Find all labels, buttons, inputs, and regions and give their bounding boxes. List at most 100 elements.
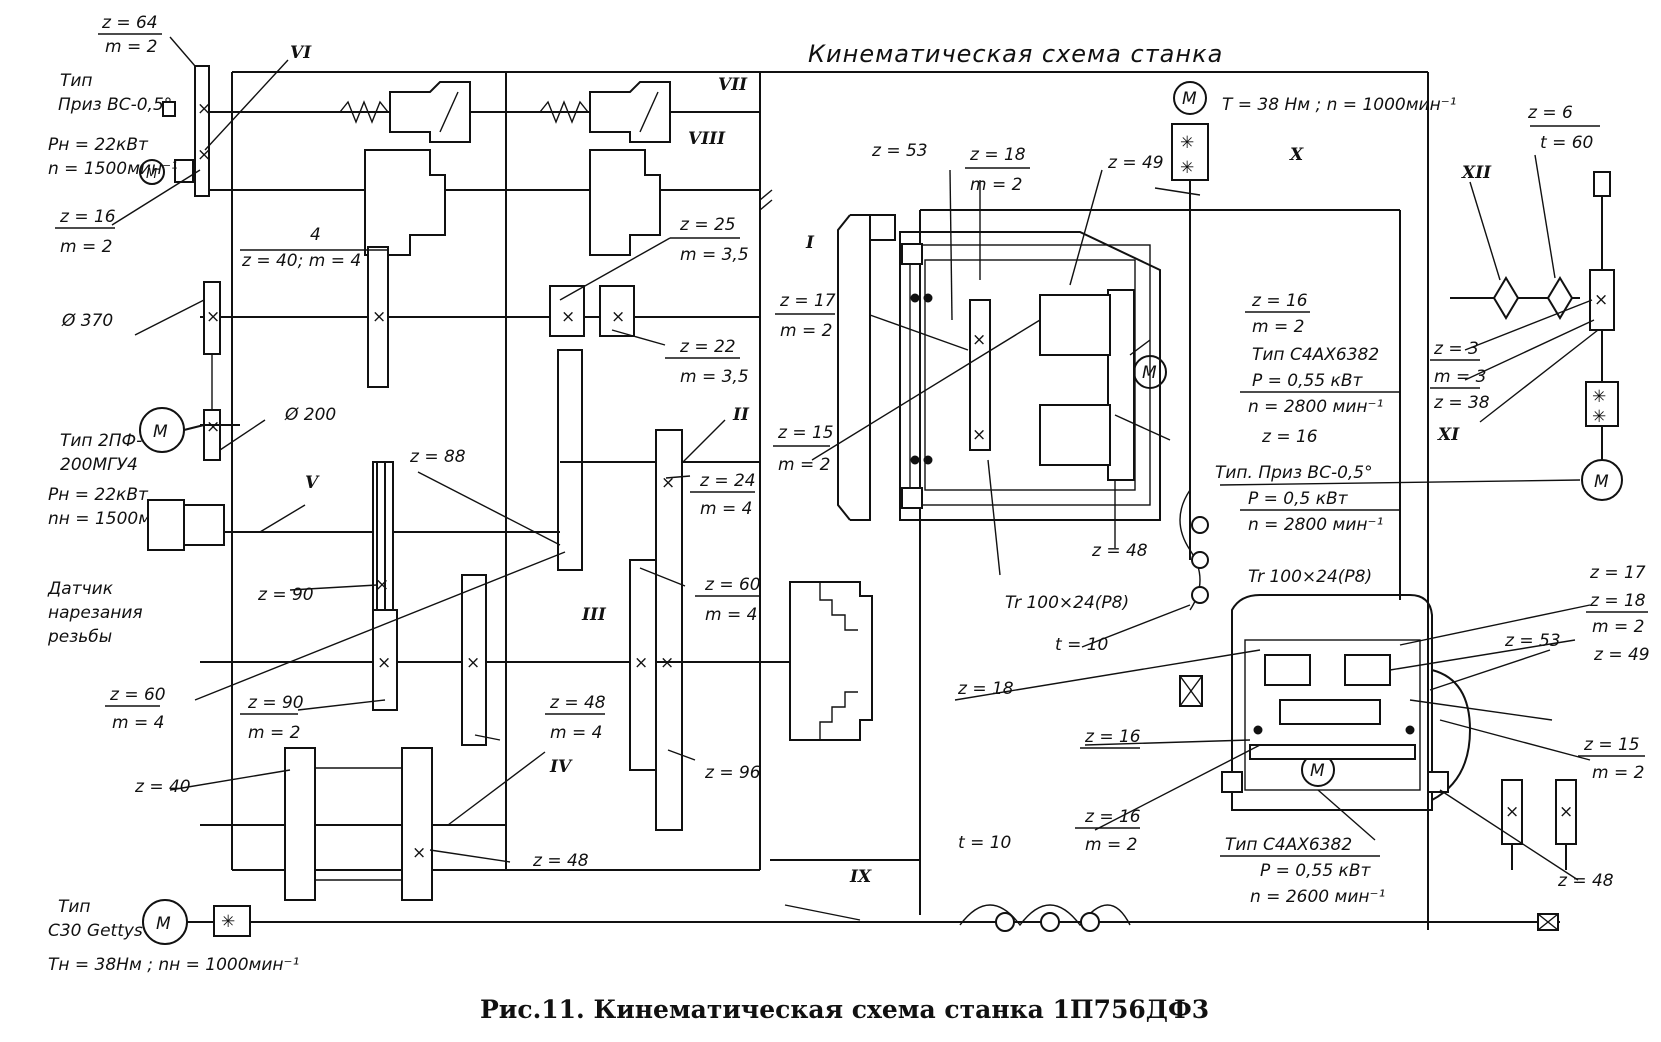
svg-text:z = 38: z = 38 xyxy=(1433,393,1490,413)
svg-text:4: 4 xyxy=(310,225,321,245)
svg-text:z = 53: z = 53 xyxy=(871,141,928,161)
apron-upper: × × xyxy=(837,214,1161,521)
svg-text:V: V xyxy=(305,473,320,493)
shaft-ix: ✳ xyxy=(180,904,1560,937)
svg-text:×: × xyxy=(972,425,986,445)
svg-text:×: × xyxy=(660,653,674,673)
svg-text:Ø 200: Ø 200 xyxy=(284,405,336,425)
svg-text:z = 16: z = 16 xyxy=(59,207,116,227)
svg-text:z = 60: z = 60 xyxy=(109,685,166,705)
svg-text:×: × xyxy=(206,307,220,327)
left-labels: z = 64 m = 2 Тип Приз ВС-0,5° Pн = 22кВт… xyxy=(47,13,606,975)
svg-text:m = 2: m = 2 xyxy=(248,723,300,743)
svg-text:T = 38 Нм ; n = 1000мин⁻¹: T = 38 Нм ; n = 1000мин⁻¹ xyxy=(1222,95,1456,115)
svg-text:Тип С4АХ6382: Тип С4АХ6382 xyxy=(1252,345,1379,365)
svg-text:×: × xyxy=(197,145,211,165)
svg-text:VII: VII xyxy=(718,75,748,95)
svg-text:M: M xyxy=(146,167,157,182)
svg-text:M: M xyxy=(1310,761,1325,781)
svg-text:×: × xyxy=(661,473,675,493)
svg-text:Приз ВС-0,5°: Приз ВС-0,5° xyxy=(58,95,172,115)
figure-caption: Рис.11. Кинематическая схема станка 1П75… xyxy=(480,995,1209,1024)
svg-text:z = 60: z = 60 xyxy=(704,575,761,595)
svg-text:✳: ✳ xyxy=(1180,158,1194,178)
svg-text:z = 16: z = 16 xyxy=(1261,427,1318,447)
svg-text:M: M xyxy=(153,422,168,442)
svg-text:m = 2: m = 2 xyxy=(778,455,830,475)
svg-text:z = 64: z = 64 xyxy=(101,13,158,33)
svg-text:P = 0,5 кВт: P = 0,5 кВт xyxy=(1248,489,1349,509)
svg-text:×: × xyxy=(1505,802,1519,822)
svg-text:z = 25: z = 25 xyxy=(679,215,736,235)
motor-main: M xyxy=(139,407,205,453)
svg-text:z = 96: z = 96 xyxy=(704,763,761,783)
shaft-xi-gears: × × xyxy=(1501,779,1577,870)
svg-text:n = 2800 мин⁻¹: n = 2800 мин⁻¹ xyxy=(1248,515,1383,535)
svg-text:m = 3: m = 3 xyxy=(1434,367,1486,387)
svg-text:m = 2: m = 2 xyxy=(1252,317,1304,337)
svg-text:n = 1500мин⁻¹: n = 1500мин⁻¹ xyxy=(48,159,178,179)
svg-text:нарезания: нарезания xyxy=(48,603,143,623)
svg-text:Tr 100×24(P8): Tr 100×24(P8) xyxy=(1005,593,1129,613)
right-labels: z = 17 z = 18 m = 2 z = 53 z = 49 z = 15… xyxy=(1430,103,1650,891)
svg-text:z = 3: z = 3 xyxy=(1433,339,1479,359)
svg-text:✳: ✳ xyxy=(1180,133,1194,153)
diagram-title: Кинематическая схема станка xyxy=(808,40,1223,68)
svg-text:II: II xyxy=(732,405,750,425)
svg-text:z = 22: z = 22 xyxy=(679,337,736,357)
svg-text:z = 90: z = 90 xyxy=(247,693,304,713)
svg-text:Тип С4АХ6382: Тип С4АХ6382 xyxy=(1225,835,1352,855)
svg-text:×: × xyxy=(466,653,480,673)
svg-text:z = 17: z = 17 xyxy=(1589,563,1646,583)
motor-c30: M xyxy=(142,899,188,945)
svg-text:z = 90: z = 90 xyxy=(257,585,314,605)
svg-text:×: × xyxy=(611,307,625,327)
svg-text:×: × xyxy=(377,653,391,673)
svg-text:z = 6: z = 6 xyxy=(1527,103,1573,123)
svg-text:Тип. Приз ВС-0,5°: Тип. Приз ВС-0,5° xyxy=(1215,463,1373,483)
svg-text:m = 2: m = 2 xyxy=(780,321,832,341)
svg-text:m = 4: m = 4 xyxy=(705,605,757,625)
svg-text:I: I xyxy=(805,233,815,253)
svg-text:z = 16: z = 16 xyxy=(1084,727,1141,747)
shaft-vi-gears: × × xyxy=(162,65,211,197)
svg-text:z = 48: z = 48 xyxy=(1557,871,1614,891)
svg-text:z = 18: z = 18 xyxy=(969,145,1026,165)
svg-text:✳: ✳ xyxy=(1592,407,1606,427)
svg-text:z = 49: z = 49 xyxy=(1107,153,1164,173)
motor-right: M ✳ ✳ xyxy=(1581,171,1623,501)
svg-text:×: × xyxy=(197,99,211,119)
svg-text:z = 18: z = 18 xyxy=(957,679,1014,699)
svg-text:z = 16: z = 16 xyxy=(1084,807,1141,827)
svg-text:m = 4: m = 4 xyxy=(550,723,602,743)
svg-text:VI: VI xyxy=(290,43,312,63)
upper-apron-labels: z = 53 z = 18 m = 2 z = 49 T = 38 Нм ; n… xyxy=(871,95,1456,907)
svg-text:z = 18: z = 18 xyxy=(1589,591,1646,611)
svg-text:Тип 2ПФ-: Тип 2ПФ- xyxy=(60,431,142,451)
shaft-xii: × xyxy=(1450,269,1615,331)
shaft-i: × × × xyxy=(200,246,760,571)
svg-text:резьбы: резьбы xyxy=(47,627,112,647)
roman-labels: VI VII VIII I II III IV V IX X XI XII xyxy=(290,43,1492,887)
motor-top-x: M ✳ ✳ xyxy=(1171,81,1209,560)
svg-text:Ø 370: Ø 370 xyxy=(61,311,113,331)
svg-text:X: X xyxy=(1289,145,1304,165)
svg-text:m = 4: m = 4 xyxy=(112,713,164,733)
svg-text:×: × xyxy=(634,653,648,673)
svg-text:×: × xyxy=(561,307,575,327)
belt-drive: × × xyxy=(200,281,240,461)
svg-text:Тип: Тип xyxy=(60,71,93,91)
svg-text:z = 17: z = 17 xyxy=(779,291,836,311)
svg-text:×: × xyxy=(1559,802,1573,822)
svg-text:m = 2: m = 2 xyxy=(1085,835,1137,855)
svg-text:XI: XI xyxy=(1437,425,1460,445)
svg-text:×: × xyxy=(206,417,220,437)
svg-text:m = 3,5: m = 3,5 xyxy=(680,245,749,265)
svg-text:m = 2: m = 2 xyxy=(1592,763,1644,783)
shaft-viii xyxy=(200,149,773,256)
svg-text:IX: IX xyxy=(849,867,872,887)
shaft-iv: × xyxy=(200,747,506,901)
svg-text:m = 2: m = 2 xyxy=(105,37,157,57)
svg-text:M: M xyxy=(1594,472,1609,492)
svg-text:z = 24: z = 24 xyxy=(699,471,756,491)
